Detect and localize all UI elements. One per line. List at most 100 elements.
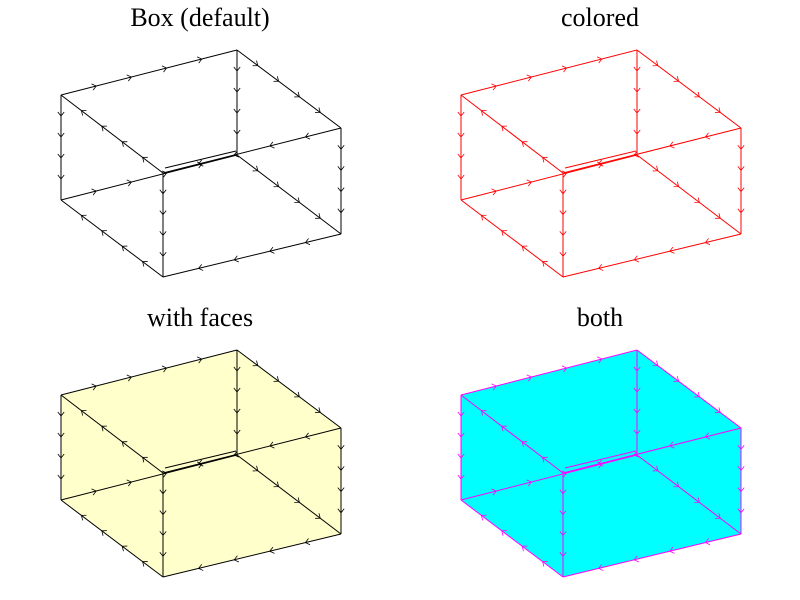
edge-arrow-mark bbox=[159, 531, 167, 537]
edge-arrow-mark bbox=[542, 156, 548, 163]
box-edge bbox=[460, 199, 564, 278]
edge-arrow-mark bbox=[294, 91, 300, 98]
edge-arrow-mark bbox=[233, 408, 241, 414]
edge-arrow-mark bbox=[142, 561, 148, 567]
box-edge bbox=[636, 454, 742, 535]
edge-arrow-mark bbox=[526, 374, 533, 382]
edge-arrow-mark bbox=[480, 410, 487, 416]
panel-both: both bbox=[400, 300, 800, 600]
edge-arrow-mark bbox=[559, 531, 567, 537]
edge-arrow-mark bbox=[652, 360, 659, 367]
edge-arrow-mark bbox=[633, 87, 641, 93]
box-edge bbox=[236, 154, 342, 235]
edge-arrow-mark bbox=[633, 408, 641, 414]
box-edge bbox=[562, 233, 742, 278]
edge-arrow-mark bbox=[673, 376, 680, 382]
box-face bbox=[461, 455, 741, 577]
edge-arrow-mark bbox=[196, 356, 203, 364]
box-edge bbox=[460, 349, 638, 396]
edge-arrow-mark bbox=[142, 261, 148, 267]
edge-arrow-mark bbox=[633, 108, 641, 114]
edge-arrow-mark bbox=[197, 159, 204, 167]
edge-arrow-mark bbox=[337, 208, 345, 214]
edge-arrow-mark bbox=[491, 188, 497, 196]
edge-arrow-mark bbox=[633, 66, 641, 72]
edge-arrow-mark bbox=[337, 166, 345, 172]
edge-arrow-mark bbox=[233, 429, 241, 435]
edge-arrow-mark bbox=[304, 538, 311, 546]
box-edge bbox=[60, 94, 164, 174]
box-diagram bbox=[57, 49, 345, 278]
edge-arrow-mark bbox=[457, 453, 465, 459]
edge-arrow-mark bbox=[521, 545, 528, 552]
edge-arrow-mark bbox=[126, 74, 133, 82]
edge-arrow-mark bbox=[457, 153, 465, 159]
edge-arrow-mark bbox=[337, 487, 345, 493]
edge-arrow-mark bbox=[596, 161, 603, 169]
edge-arrow-mark bbox=[197, 264, 204, 271]
edge-arrow-mark bbox=[501, 425, 507, 432]
edge-arrow-mark bbox=[694, 91, 700, 98]
panel-title: Box (default) bbox=[130, 3, 270, 32]
edge-arrow-mark bbox=[501, 125, 507, 132]
edge-arrow-mark bbox=[197, 459, 204, 467]
box-edge bbox=[60, 199, 164, 278]
edge-arrow-mark bbox=[737, 144, 745, 150]
edge-arrow-mark bbox=[159, 251, 167, 257]
box-edge bbox=[162, 233, 342, 278]
edge-arrow-mark bbox=[694, 497, 700, 503]
box-edge bbox=[162, 427, 342, 474]
edge-arrow-mark bbox=[561, 365, 568, 373]
edge-arrow-mark bbox=[196, 461, 203, 469]
edge-arrow-mark bbox=[457, 474, 465, 480]
edge-arrow-mark bbox=[269, 141, 275, 149]
edge-arrow-mark bbox=[121, 141, 128, 147]
edge-arrow-mark bbox=[501, 230, 507, 236]
edge-arrow-mark bbox=[337, 508, 345, 514]
inner-edge-detail bbox=[164, 150, 237, 169]
edge-arrow-mark bbox=[337, 444, 345, 450]
box-edge bbox=[636, 154, 742, 235]
edge-arrow-mark bbox=[633, 555, 640, 563]
edge-arrow-mark bbox=[542, 561, 548, 567]
box-edge bbox=[236, 349, 342, 429]
edge-arrow-mark bbox=[233, 129, 241, 135]
edge-arrow-mark bbox=[559, 489, 567, 495]
box-diagram bbox=[457, 349, 745, 578]
box-diagram bbox=[57, 349, 345, 578]
edge-arrow-mark bbox=[561, 470, 568, 478]
edge-arrow-mark bbox=[101, 230, 107, 236]
edge-arrow-mark bbox=[304, 238, 311, 246]
edge-arrow-mark bbox=[142, 456, 148, 463]
edge-arrow-mark bbox=[704, 538, 711, 546]
edge-arrow-mark bbox=[80, 410, 87, 416]
panel-box-default: Box (default) bbox=[0, 0, 400, 300]
edge-arrow-mark bbox=[80, 110, 87, 116]
edge-arrow-mark bbox=[101, 530, 107, 536]
edge-arrow-mark bbox=[542, 261, 548, 267]
edge-arrow-mark bbox=[233, 150, 240, 158]
box-edge bbox=[562, 127, 742, 174]
edge-arrow-mark bbox=[57, 174, 65, 180]
edge-arrow-mark bbox=[596, 56, 603, 64]
edge-arrow-mark bbox=[337, 466, 345, 472]
edge-arrow-mark bbox=[715, 213, 721, 219]
edge-arrow-mark bbox=[159, 510, 167, 516]
edge-arrow-mark bbox=[673, 181, 680, 188]
edge-arrow-mark bbox=[233, 108, 241, 114]
edge-arrow-mark bbox=[337, 144, 345, 150]
edge-arrow-mark bbox=[704, 432, 711, 440]
box-edge bbox=[236, 454, 342, 535]
edge-arrow-mark bbox=[694, 197, 700, 203]
box-edge bbox=[460, 454, 638, 501]
edge-arrow-mark bbox=[526, 179, 533, 187]
edge-arrow-mark bbox=[315, 513, 321, 519]
edge-arrow-mark bbox=[596, 461, 603, 469]
edge-arrow-mark bbox=[57, 111, 65, 117]
edge-arrow-mark bbox=[559, 251, 567, 257]
edge-arrow-mark bbox=[121, 545, 128, 552]
edge-arrow-mark bbox=[737, 208, 745, 214]
box-edge bbox=[460, 394, 564, 474]
box-edge bbox=[60, 454, 238, 501]
box-edge bbox=[162, 127, 342, 174]
